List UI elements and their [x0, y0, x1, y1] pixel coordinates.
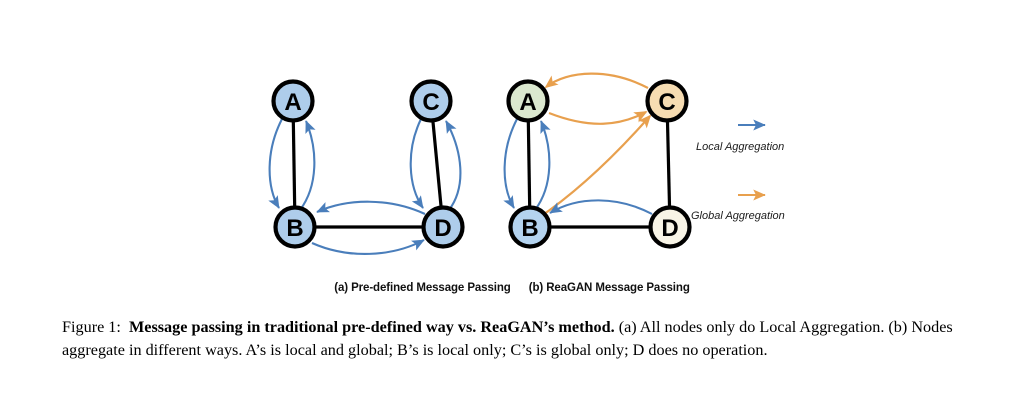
- sub-caption-panel-b: (b) ReaGAN Message Passing: [528, 282, 690, 294]
- node-d-panel-b[interactable]: D: [648, 205, 692, 249]
- sub-captions: (a) Pre-defined Message Passing (b) ReaG…: [0, 278, 1024, 296]
- msg-d-to-b-local: [316, 200, 426, 215]
- panel-b-nodes: A C B D: [506, 79, 692, 249]
- node-b-label-b: B: [521, 215, 538, 242]
- node-c-circle: [409, 79, 453, 123]
- caption-title: Message passing in traditional pre-defin…: [129, 318, 615, 336]
- legend-item-local: Local Aggregation: [696, 119, 784, 153]
- panel-a-nodes: A C B D: [271, 79, 465, 249]
- panel-a-local-messages: [268, 118, 462, 255]
- message-passing-diagram: A C B D: [268, 72, 785, 255]
- node-a-label: A: [284, 89, 301, 116]
- msg-b-to-a-local: [299, 120, 316, 211]
- panel-b-group: A C B D: [503, 72, 692, 249]
- node-b-circle: [273, 205, 317, 249]
- legend-label-local: Local Aggregation: [696, 141, 784, 153]
- node-d-panel-a[interactable]: D: [421, 205, 465, 249]
- node-c-panel-a[interactable]: C: [409, 79, 453, 123]
- caption-body: (a) All nodes only do Local Aggregation.…: [62, 318, 953, 359]
- node-a-circle: [271, 79, 315, 123]
- node-d-label-b: D: [661, 215, 678, 242]
- node-d-circle: [421, 205, 465, 249]
- node-a-label-b: A: [519, 89, 536, 116]
- node-c-circle-b: [645, 79, 689, 123]
- node-a-circle-b: [506, 79, 550, 123]
- node-b-label: B: [286, 215, 303, 242]
- node-b-circle-b: [508, 205, 552, 249]
- msg-a-to-c-global: [548, 111, 648, 125]
- legend-label-global: Global Aggregation: [691, 210, 785, 222]
- node-a-panel-b[interactable]: A: [506, 79, 550, 123]
- legend-item-global: Global Aggregation: [691, 189, 785, 222]
- figure-caption: Figure 1: Message passing in traditional…: [62, 316, 964, 361]
- panel-b-global-messages: [536, 72, 652, 220]
- panel-b-local-messages: [503, 118, 653, 215]
- node-d-circle-b: [648, 205, 692, 249]
- msg-d-to-c-local: [445, 120, 462, 211]
- node-a-panel-a[interactable]: A: [271, 79, 315, 123]
- msg-a-to-b-local: [268, 118, 283, 209]
- sub-caption-panel-a: (a) Pre-defined Message Passing: [334, 282, 511, 294]
- msg-c-to-a-global: [544, 72, 649, 89]
- msg-a-to-b-local-b: [503, 118, 518, 209]
- node-b-panel-a[interactable]: B: [273, 205, 317, 249]
- caption-figure-label: Figure 1:: [62, 318, 121, 336]
- node-c-label-b: C: [658, 89, 675, 116]
- node-c-label: C: [422, 89, 439, 116]
- msg-c-to-d-local: [409, 118, 424, 209]
- msg-b-to-a-local-b: [534, 120, 551, 211]
- node-d-label: D: [434, 215, 451, 242]
- legend: Local Aggregation Global Aggregation: [691, 119, 785, 222]
- node-c-panel-b[interactable]: C: [645, 79, 689, 123]
- figure-graphic: A C B D: [0, 72, 1024, 296]
- panel-a-group: A C B D: [268, 79, 465, 255]
- msg-d-to-b-local-b: [549, 199, 653, 215]
- msg-b-to-c-global: [536, 114, 652, 220]
- node-b-panel-b[interactable]: B: [508, 205, 552, 249]
- msg-b-to-d-local: [311, 239, 425, 255]
